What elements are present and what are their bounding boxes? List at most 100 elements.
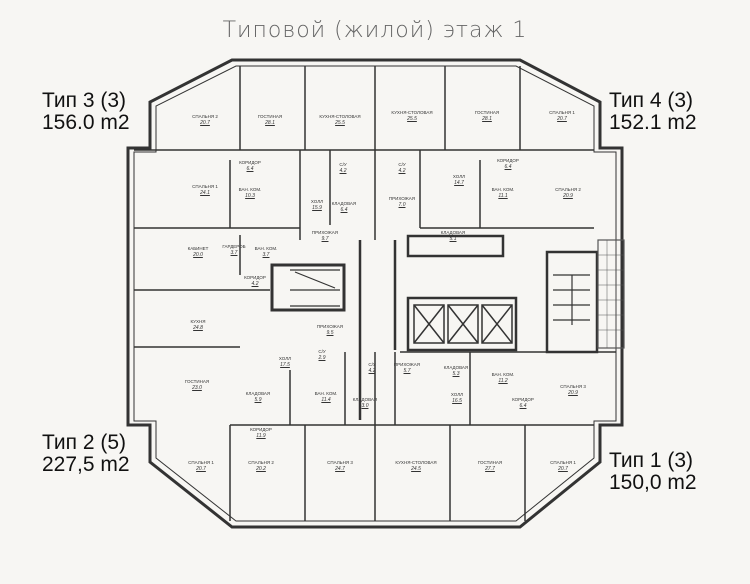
unit-type: Тип 1 (3) bbox=[609, 449, 694, 472]
room-name: КЛАДОВАЯ bbox=[443, 365, 469, 370]
staircase-left bbox=[270, 263, 346, 312]
building-outline bbox=[126, 58, 624, 529]
room-name: ПРИХОЖАЯ bbox=[311, 230, 339, 235]
room-area: 3.7 bbox=[230, 250, 238, 256]
room-name: С/У bbox=[368, 362, 376, 367]
room-name: КАБИНЕТ bbox=[187, 246, 209, 251]
room-area: 25.5 bbox=[407, 116, 417, 122]
room-name: КУХНЯ-СТОЛОВАЯ bbox=[395, 460, 437, 465]
room-area: 20.7 bbox=[557, 116, 567, 122]
room-name: ГОСТИНАЯ bbox=[257, 114, 283, 119]
room-name: ВАН. КОМ. bbox=[314, 391, 338, 396]
room-area: 25.5 bbox=[335, 120, 345, 126]
room-name: КЛАДОВАЯ bbox=[331, 201, 357, 206]
room-name: ВАН. КОМ. bbox=[491, 187, 515, 192]
room-label: ВАН. КОМ.3.7 bbox=[255, 246, 278, 258]
interior-walls bbox=[134, 66, 616, 521]
room-name: ВАН. КОМ. bbox=[238, 187, 262, 192]
room-area: 28.1 bbox=[482, 116, 492, 122]
room-name: КОРИДОР bbox=[239, 160, 261, 165]
unit-type: Тип 3 (3) bbox=[42, 89, 127, 112]
unit-area: 150,0 m2 bbox=[609, 471, 697, 494]
room-name: ХОЛЛ bbox=[450, 392, 464, 397]
room-name: КОРИДОР bbox=[250, 427, 272, 432]
room-area: 3.7 bbox=[262, 252, 270, 258]
unit-area: 227,5 m2 bbox=[42, 453, 130, 476]
room-name: КОРИДОР bbox=[512, 397, 534, 402]
room-name: ВАН. КОМ. bbox=[254, 246, 278, 251]
room-area: 5.7 bbox=[403, 368, 411, 374]
room-area: 10.3 bbox=[245, 193, 255, 199]
room-area: 17.5 bbox=[280, 362, 290, 368]
room-name: ВАН. КОМ. bbox=[491, 372, 515, 377]
room-name: ГАРДЕРОБ bbox=[222, 244, 246, 249]
room-name: СПАЛЬНЯ 2 bbox=[248, 460, 274, 465]
room-name: ГОСТИНАЯ bbox=[477, 460, 503, 465]
unit-label-type-1: Тип 1 (3) 150,0 m2 bbox=[609, 450, 697, 494]
unit-type: Тип 2 (5) bbox=[42, 431, 127, 454]
balcony-grid bbox=[597, 239, 625, 349]
room-name: СПАЛЬНЯ 2 bbox=[555, 187, 581, 192]
room-area: 9.5 bbox=[326, 330, 334, 336]
room-area: 20.7 bbox=[558, 466, 568, 472]
room-name: СПАЛЬНЯ 3 bbox=[560, 384, 586, 389]
room-area: 4.2 bbox=[368, 368, 376, 374]
room-area: 20.0 bbox=[193, 252, 203, 258]
room-name: СПАЛЬНЯ 1 bbox=[192, 184, 218, 189]
unit-label-type-2: Тип 2 (5) 227,5 m2 bbox=[42, 432, 130, 476]
room-name: С/У bbox=[339, 162, 347, 167]
room-name: ПРИХОЖАЯ bbox=[316, 324, 344, 329]
room-area: 11.4 bbox=[321, 397, 331, 403]
room-name: ПРИХОЖАЯ bbox=[388, 196, 416, 201]
room-area: 20.9 bbox=[568, 390, 578, 396]
room-area: 9.7 bbox=[321, 236, 329, 242]
room-name: СПАЛЬНЯ 1 bbox=[188, 460, 214, 465]
elevator-block bbox=[406, 296, 518, 352]
room-name: ГОСТИНАЯ bbox=[474, 110, 500, 115]
unit-area: 156.0 m2 bbox=[42, 111, 130, 134]
room-area: 14.7 bbox=[454, 180, 464, 186]
central-corridor-walls bbox=[358, 234, 505, 420]
room-area: 20.7 bbox=[200, 120, 210, 126]
room-name: ХОЛЛ bbox=[278, 356, 292, 361]
room-name: ХОЛЛ bbox=[452, 174, 466, 179]
room-name: ГОСТИНАЯ bbox=[184, 379, 210, 384]
room-name: КЛАДОВАЯ bbox=[440, 230, 466, 235]
room-label: ВАН. КОМ.11.1 bbox=[492, 187, 515, 199]
room-area: 24.8 bbox=[193, 325, 203, 331]
room-area: 15.9 bbox=[312, 205, 322, 211]
room-area: 4.2 bbox=[251, 281, 259, 287]
room-area: 24.7 bbox=[335, 466, 345, 472]
room-name: С/У bbox=[398, 162, 406, 167]
room-area: 6.4 bbox=[246, 166, 254, 172]
room-area: 24.5 bbox=[411, 466, 421, 472]
room-name: КУХНЯ-СТОЛОВАЯ bbox=[319, 114, 361, 119]
unit-area: 152.1 m2 bbox=[609, 111, 697, 134]
